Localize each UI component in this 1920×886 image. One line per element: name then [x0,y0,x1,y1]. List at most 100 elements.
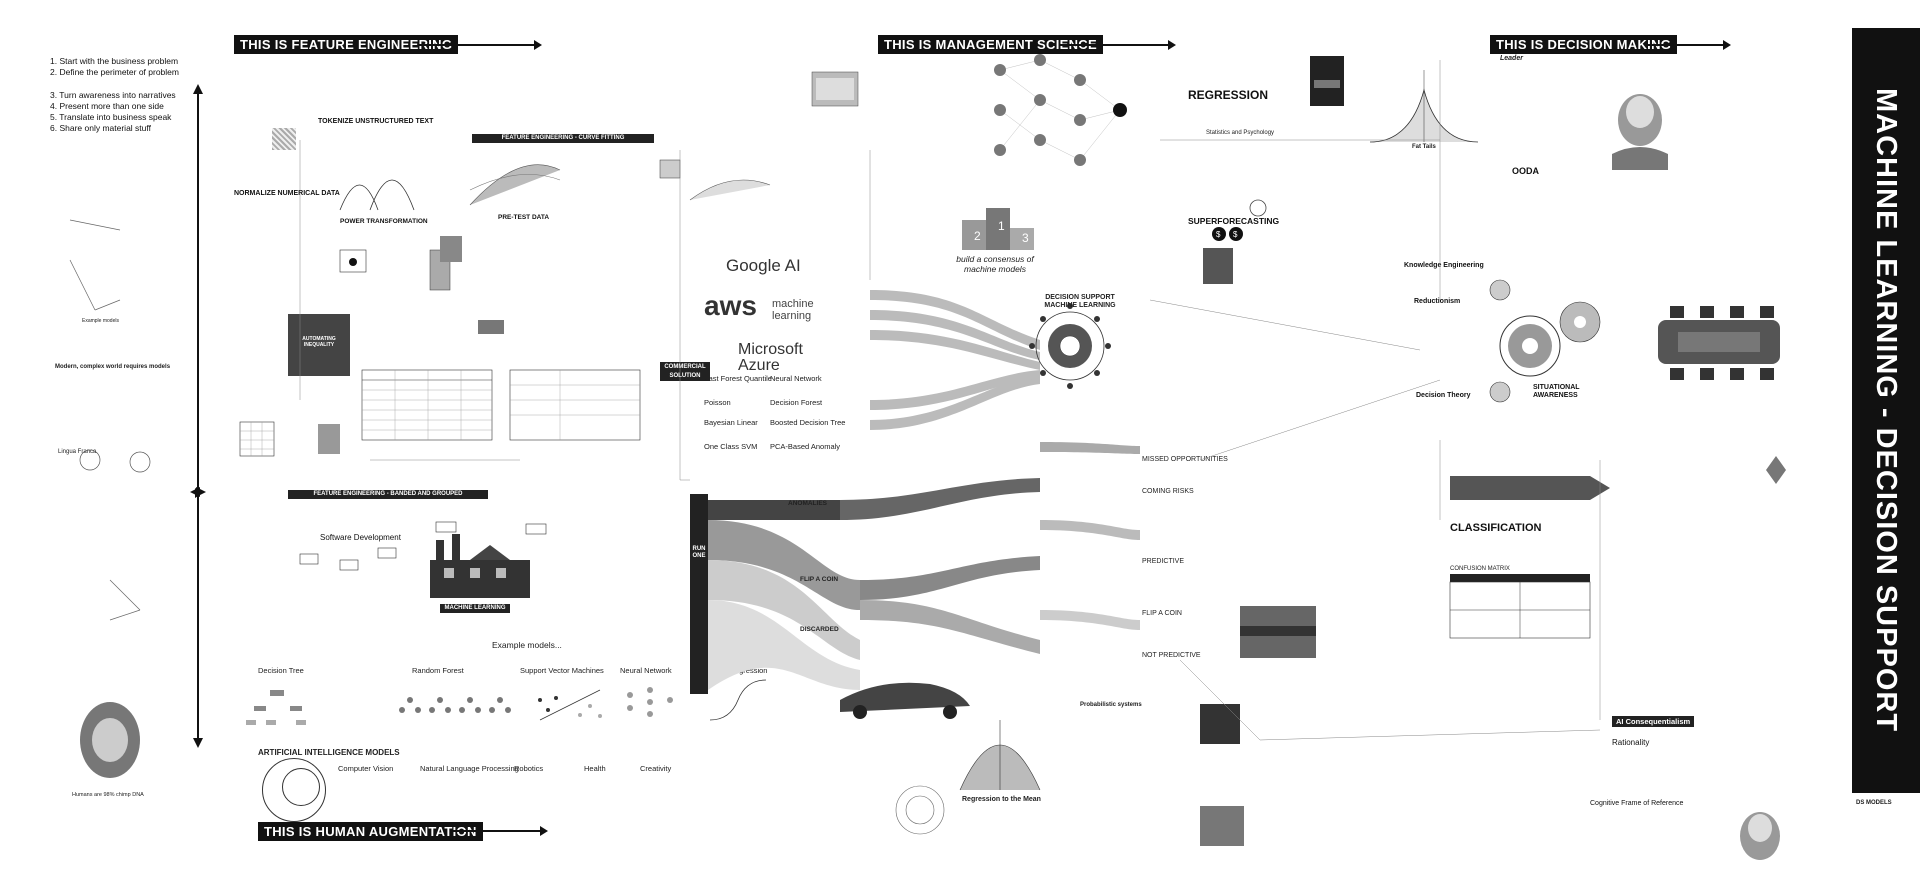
flip-coin-label: FLIP A COIN [800,576,839,583]
svg-text:$: $ [1233,230,1238,239]
steps-list: 1. Start with the business problem 2. De… [50,56,179,134]
book-cover [1200,704,1240,744]
probabilistic-label: Probabilistic systems [1080,702,1142,708]
azure-model-boosted-tree: Boosted Decision Tree [770,418,846,427]
superforecasting-icons: $ $ [1203,199,1267,284]
step-item: 4. Present more than one side [50,101,164,111]
azure-model-fast-forest: Fast Forest Quantile [704,374,772,383]
decision-support-title: DECISION SUPPORT MACHINE LEARNING [1044,294,1116,309]
azure-logo: Microsoft Azure [738,341,803,374]
rationality-label: Rationality [1612,738,1650,747]
model-sketches [246,679,767,725]
left-side-sketches [69,219,151,778]
domain-computer-vision: Computer Vision [338,764,394,773]
modern-models-note: Modern, complex world requires models [55,364,171,370]
anomalies-label: ANOMALIES [788,500,827,507]
regression-mean-label: Regression to the Mean [962,796,1041,803]
tokenize-title: TOKENIZE UNSTRUCTURED TEXT [318,118,434,125]
step-item: 5. Translate into business speak [50,112,172,122]
domain-health: Health [584,764,606,773]
dataset-screen-band [1240,626,1316,636]
domain-nlp: Natural Language Processing [420,764,519,773]
pretest-title: PRE-TEST DATA [498,214,550,221]
commercial-solution-label: COMMERCIAL SOLUTION [660,362,710,381]
azure-model-one-class-svm: One Class SVM [704,442,758,451]
confusion-matrix-grid [1449,574,1591,639]
missed-opportunities-label: MISSED OPPORTUNITIES [1142,456,1228,463]
ds-models-label: DS MODELS [1856,800,1892,806]
knowledge-eng-title: Knowledge Engineering [1404,262,1484,269]
left-axis-arrows [190,84,206,748]
fat-tails-label: Fat Tails [1412,144,1436,150]
banner-human-augmentation: THIS IS HUMAN AUGMENTATION [258,822,483,841]
banner-management-science: THIS IS MANAGEMENT SCIENCE [878,35,1103,54]
leader-label: Leader [1500,55,1523,62]
run-one-label: RUN ONE [692,546,706,559]
banner-decision-making: THIS IS DECISION MAKING [1490,35,1678,54]
feature-engineering-arrow [418,40,542,50]
human-augmentation-arrow [452,826,548,836]
banner-feature-engineering: THIS IS FEATURE ENGINEERING [234,35,459,54]
reductionism-title: Reductionism [1414,298,1461,305]
lingua-franca-note: Lingua Franca [58,449,97,455]
sankey-flows [708,442,1140,690]
svg-text:$: $ [1216,230,1221,239]
domain-robotics: Robotics [514,764,544,773]
step-item: 3. Turn awareness into narratives [50,90,176,100]
azure-model-bayesian-linear: Bayesian Linear [704,418,758,427]
neural-net-diagram [811,54,1127,166]
example-models-note: Example models [82,318,119,324]
run-one-bar [690,494,708,694]
curve-fitting-banner: FEATURE ENGINEERING - CURVE FITTING [472,134,654,143]
sidebar-panel [1852,28,1920,793]
fat-tails-curve [1310,56,1479,143]
humans-chimp-note: Humans are 98% chimp DNA [72,792,144,798]
aws-logo: aws [704,290,757,321]
confusion-matrix-title: CONFUSION MATRIX [1450,566,1510,572]
svg-text:3: 3 [1022,231,1029,245]
azure-model-neural-network: Neural Network [770,374,822,383]
flip-coin-2-label: FLIP A COIN [1142,610,1182,617]
banded-banner: FEATURE ENGINEERING - BANDED AND GROUPED [288,490,488,499]
connector-lines [299,60,1601,741]
discarded-label: DISCARDED [800,626,839,633]
consensus-caption: build a consensus of machine models [956,254,1034,274]
management-science-arrow [1060,40,1176,50]
stats-psych-label: Statistics and Psychology [1206,130,1275,136]
cognitive-frame-label: Cognitive Frame of Reference [1590,800,1684,807]
decision-theory-title: Decision Theory [1416,392,1471,399]
example-models-heading: Example models... [492,640,562,650]
ai-models-title: ARTIFICIAL INTELLIGENCE MODELS [258,748,400,757]
factory-illustration [299,521,547,598]
model-random-forest: Random Forest [412,666,464,675]
model-svm: Support Vector Machines [520,666,604,675]
svg-text:2: 2 [974,229,981,243]
car-illustration [840,682,1041,835]
leader-portrait [1612,94,1668,170]
model-neural-network: Neural Network [620,666,672,675]
superforecasting-title: SUPERFORECASTING [1188,216,1280,226]
left-axis [197,90,199,742]
automating-inequality-title: AUTOMATING INEQUALITY [302,336,336,348]
predictive-label: PREDICTIVE [1142,558,1185,565]
ooda-loop-diagram [1450,279,1786,500]
classification-title: CLASSIFICATION [1450,522,1542,534]
ai-venn-inner [282,768,320,806]
automating-inequality-book: AUTOMATING INEQUALITY [288,314,350,376]
coming-risks-label: COMING RISKS [1142,488,1194,495]
model-decision-tree: Decision Tree [258,666,304,675]
normalize-title: NORMALIZE NUMERICAL DATA [234,190,340,197]
machine-learning-label: MACHINE LEARNING [440,604,510,613]
feature-table [239,236,641,457]
decision-support-diagram [870,290,1111,430]
svg-text:1: 1 [998,219,1005,233]
azure-model-decision-forest: Decision Forest [770,398,823,407]
ai-consequentialism-label: AI Consequentialism [1612,716,1695,727]
power-title: POWER TRANSFORMATION [340,218,428,225]
tokenize-icon [272,128,296,150]
situational-title: SITUATIONAL AWARENESS [1533,384,1580,399]
step-item: 2. Define the perimeter of problem [50,67,179,77]
sidebar-title: MACHINE LEARNING - DECISION SUPPORT [1870,88,1902,733]
domain-creativity: Creativity [640,764,672,773]
decision-making-arrow [1645,40,1731,50]
